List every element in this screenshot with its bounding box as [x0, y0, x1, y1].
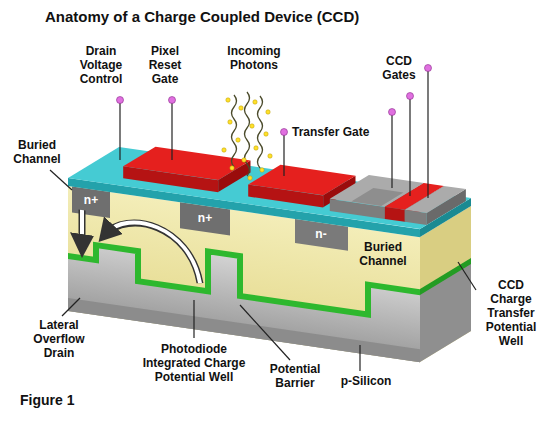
photon-dots — [222, 98, 272, 180]
reset-gate — [123, 147, 250, 192]
leader-lines — [50, 68, 476, 371]
part-label: CCD Charge Transfer Potential Well — [478, 278, 544, 348]
part-label: Buried Channel — [352, 240, 414, 268]
ccd-gates — [330, 175, 466, 225]
part-label: p-Silicon — [334, 374, 398, 388]
part-label: Potential Barrier — [262, 362, 328, 390]
part-label: Drain Voltage Control — [70, 44, 132, 86]
part-label: Transfer Gate — [292, 125, 376, 139]
region-label: n+ — [192, 211, 218, 225]
part-label: Pixel Reset Gate — [140, 44, 190, 86]
part-label: CCD Gates — [376, 54, 422, 82]
region-label: n+ — [78, 193, 104, 207]
region-label: n- — [308, 227, 334, 241]
part-label: Photodiode Integrated Charge Potential W… — [132, 342, 256, 384]
figure-caption: Figure 1 — [20, 392, 74, 409]
n-plus-region — [72, 187, 110, 219]
photons — [232, 92, 263, 176]
body-front — [68, 186, 420, 362]
part-label: Buried Channel — [8, 138, 66, 166]
part-label: Lateral Overflow Drain — [24, 318, 94, 360]
part-label: Incoming Photons — [218, 44, 290, 72]
diagram-title: Anatomy of a Charge Coupled Device (CCD) — [45, 8, 359, 26]
